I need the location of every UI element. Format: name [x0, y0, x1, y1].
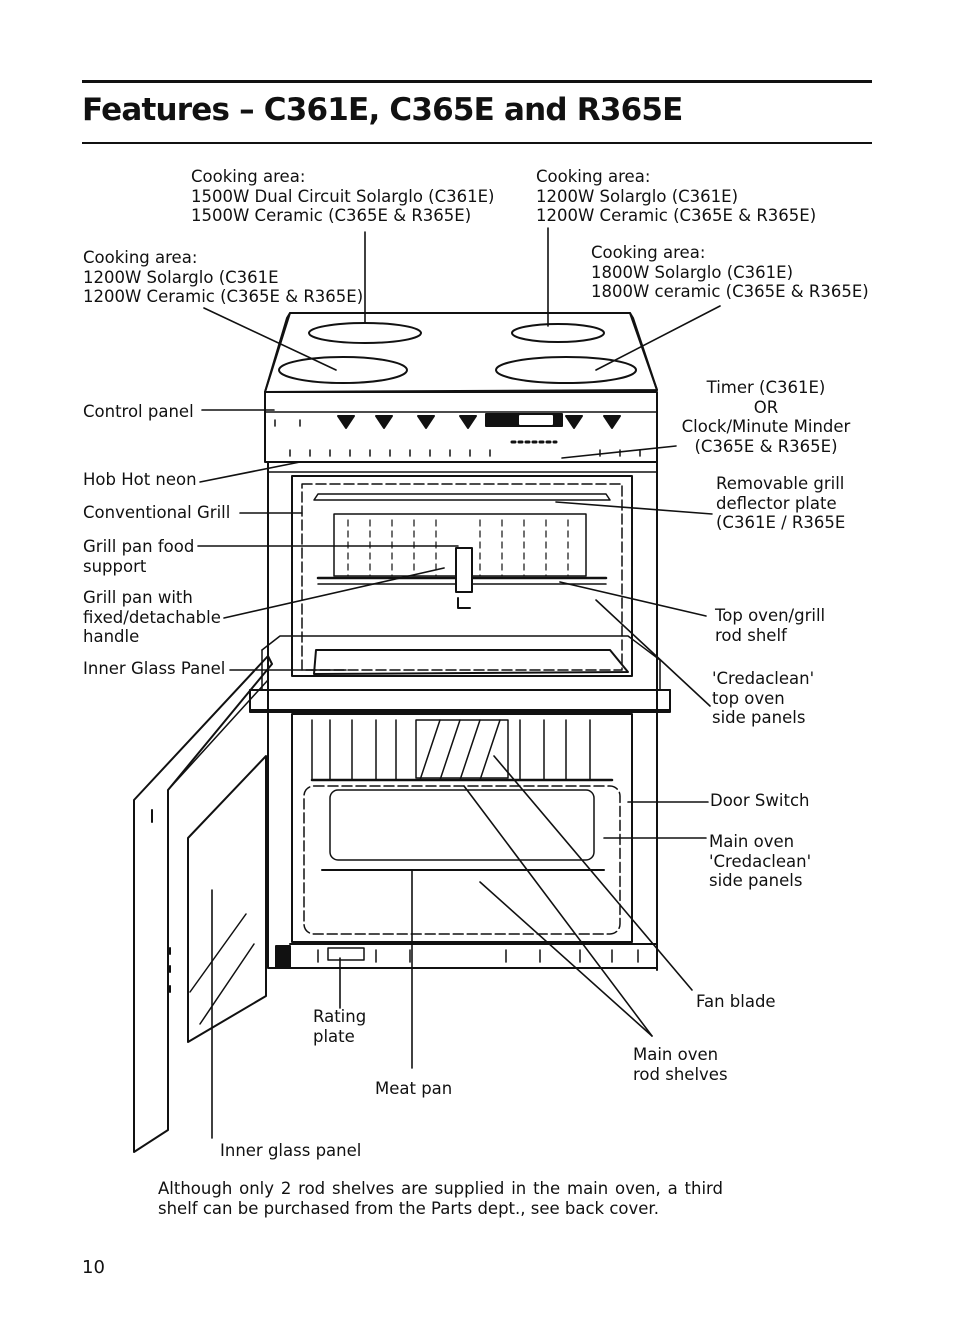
label-inner-glass-panel-top: Inner Glass Panel	[83, 659, 226, 678]
top-rule	[82, 80, 872, 83]
label-grill-pan-food-support: Grill pan food support	[83, 537, 195, 576]
title-underline	[82, 142, 872, 144]
note-paragraph: Although only 2 rod shelves are supplied…	[158, 1179, 723, 1218]
control-panel	[264, 391, 658, 463]
label-top-oven-shelf: Top oven/grill rod shelf	[715, 606, 826, 645]
label-credaclean-top: 'Credaclean' top oven side panels	[712, 669, 815, 727]
page-title: Features – C361E, C365E and R365E	[82, 92, 683, 128]
label-cooking-rear-right: Cooking area: 1200W Solarglo (C361E) 120…	[536, 167, 817, 225]
leader-lines	[197, 227, 721, 1139]
label-removable-grill: Removable grill deflector plate (C361E /…	[716, 474, 846, 532]
label-meat-pan: Meat pan	[375, 1079, 453, 1098]
label-fan-blade: Fan blade	[696, 992, 776, 1011]
label-cooking-rear-left: Cooking area: 1500W Dual Circuit Solargl…	[191, 167, 495, 225]
label-main-oven-shelves: Main oven rod shelves	[633, 1045, 728, 1084]
cooker-body	[249, 461, 671, 971]
oven-door	[133, 655, 273, 1153]
label-grill-pan-handle: Grill pan with fixed/detachable handle	[83, 588, 221, 646]
label-cooking-front-right: Cooking area: 1800W Solarglo (C361E) 180…	[591, 243, 869, 301]
label-conventional-grill: Conventional Grill	[83, 503, 231, 522]
page-number: 10	[82, 1257, 105, 1278]
label-inner-glass-panel-bottom: Inner glass panel	[220, 1141, 362, 1160]
label-door-switch: Door Switch	[710, 791, 810, 810]
label-credaclean-main: Main oven 'Credaclean' side panels	[709, 832, 812, 890]
label-control-panel: Control panel	[83, 402, 194, 421]
hob-top	[264, 312, 658, 393]
label-timer: Timer (C361E) OR Clock/Minute Minder (C3…	[681, 378, 851, 456]
label-cooking-front-left: Cooking area: 1200W Solarglo (C361E 1200…	[83, 248, 364, 306]
label-hob-hot-neon: Hob Hot neon	[83, 470, 197, 489]
label-rating-plate: Rating plate	[313, 1007, 367, 1046]
